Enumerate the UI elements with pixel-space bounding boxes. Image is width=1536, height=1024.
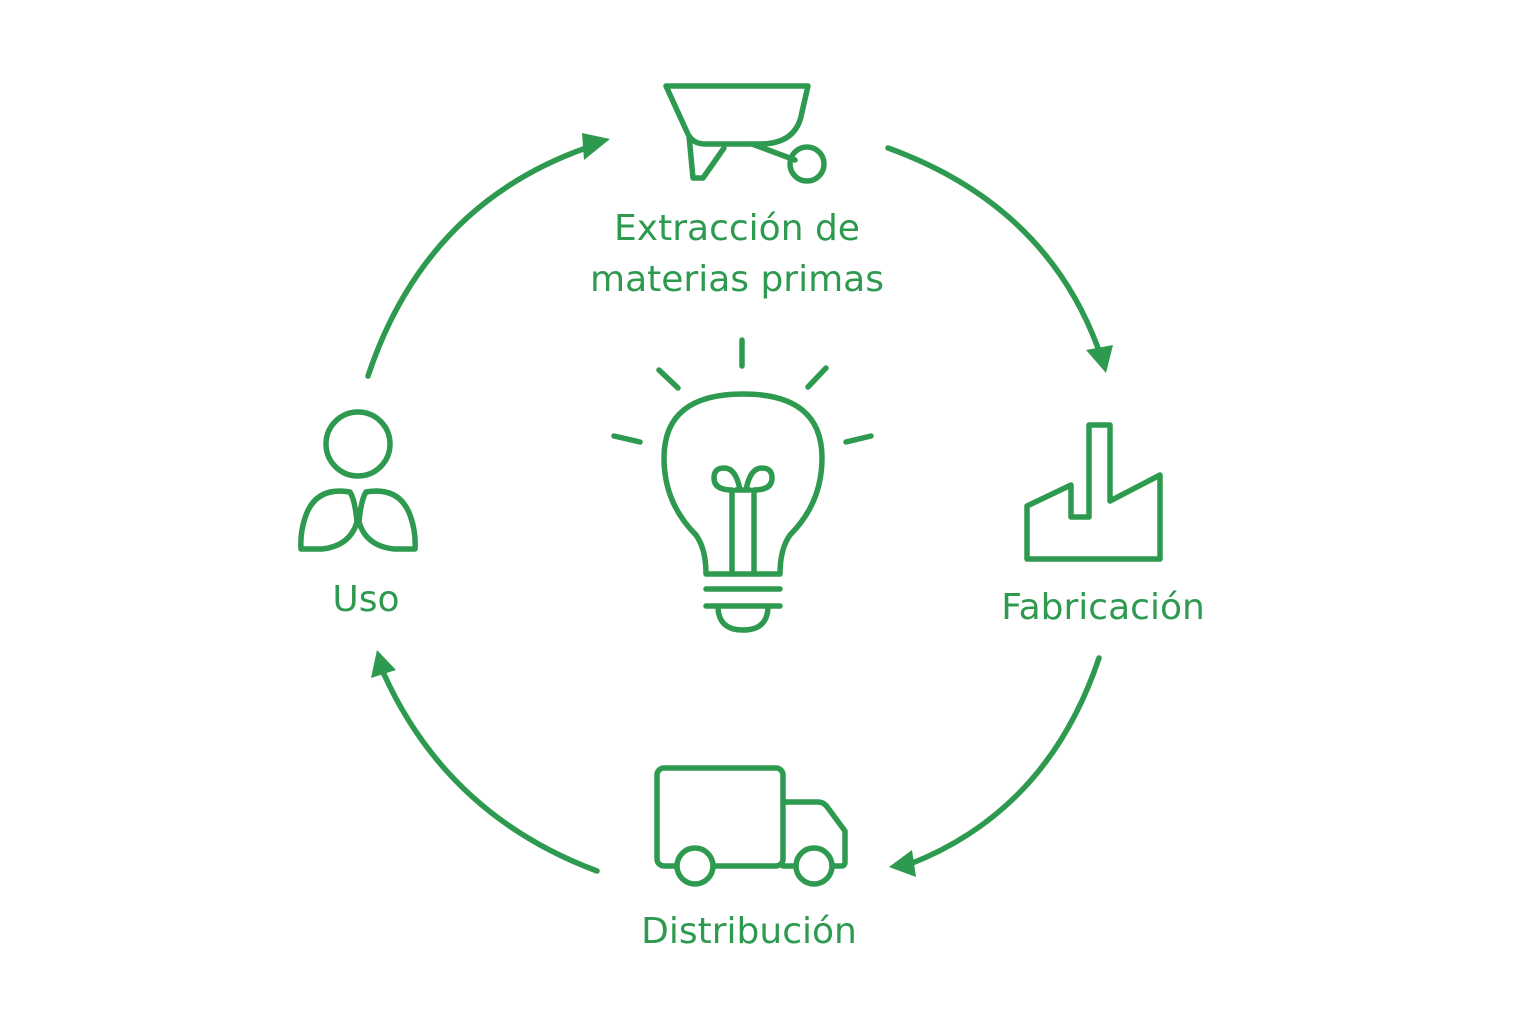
center-idea: [611, 337, 874, 633]
arrow-manufacturing-to-distribution: [889, 655, 1102, 877]
arrow-use-to-extraction: [365, 133, 610, 379]
arrow-extraction-to-manufacturing: [885, 145, 1113, 373]
wheelbarrow-icon: [663, 83, 827, 184]
cycle-arrows: [365, 133, 1113, 877]
stage-extraction: Extracción de materias primas: [590, 83, 884, 300]
stage-manufacturing: Fabricación: [1001, 422, 1205, 628]
lightbulb-icon: [611, 337, 874, 633]
stage-label-extraction-line2: materias primas: [590, 259, 884, 300]
stage-use: Uso: [298, 409, 418, 620]
stage-label-distribution: Distribución: [641, 911, 857, 952]
stage-label-manufacturing: Fabricación: [1001, 587, 1205, 628]
arrow-distribution-to-use: [371, 650, 600, 874]
person-icon: [298, 409, 418, 552]
truck-icon: [654, 765, 848, 887]
stage-distribution: Distribución: [641, 765, 857, 952]
stage-label-use: Uso: [332, 579, 399, 620]
stage-label-extraction-line1: Extracción de: [614, 208, 860, 249]
factory-icon: [1024, 422, 1163, 562]
